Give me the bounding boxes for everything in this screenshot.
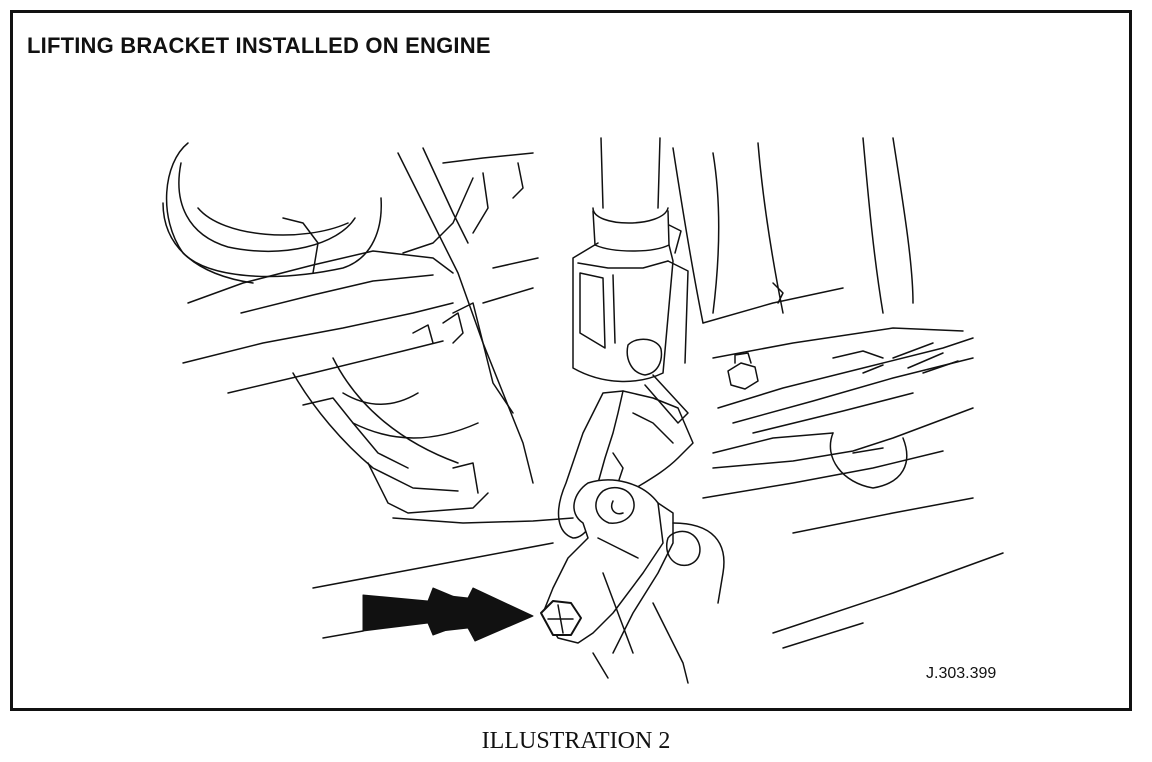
mounting-boss bbox=[592, 522, 725, 684]
cylinder-head-outline bbox=[672, 137, 1004, 649]
head-bolt bbox=[727, 352, 759, 390]
illustration-caption: ILLUSTRATION 2 bbox=[481, 728, 671, 754]
bracket-bolt bbox=[540, 600, 582, 636]
figure-code: J.303.399 bbox=[926, 665, 997, 682]
engine-block-outline bbox=[162, 142, 574, 639]
engine-line-drawing bbox=[162, 137, 1004, 684]
lifting-bracket bbox=[542, 479, 674, 654]
figure-frame: LIFTING BRACKET INSTALLED ON ENGINE bbox=[10, 10, 1132, 711]
figure-title: LIFTING BRACKET INSTALLED ON ENGINE bbox=[27, 33, 491, 58]
lifting-pipe bbox=[572, 137, 689, 383]
arrow-right-icon bbox=[362, 587, 534, 642]
